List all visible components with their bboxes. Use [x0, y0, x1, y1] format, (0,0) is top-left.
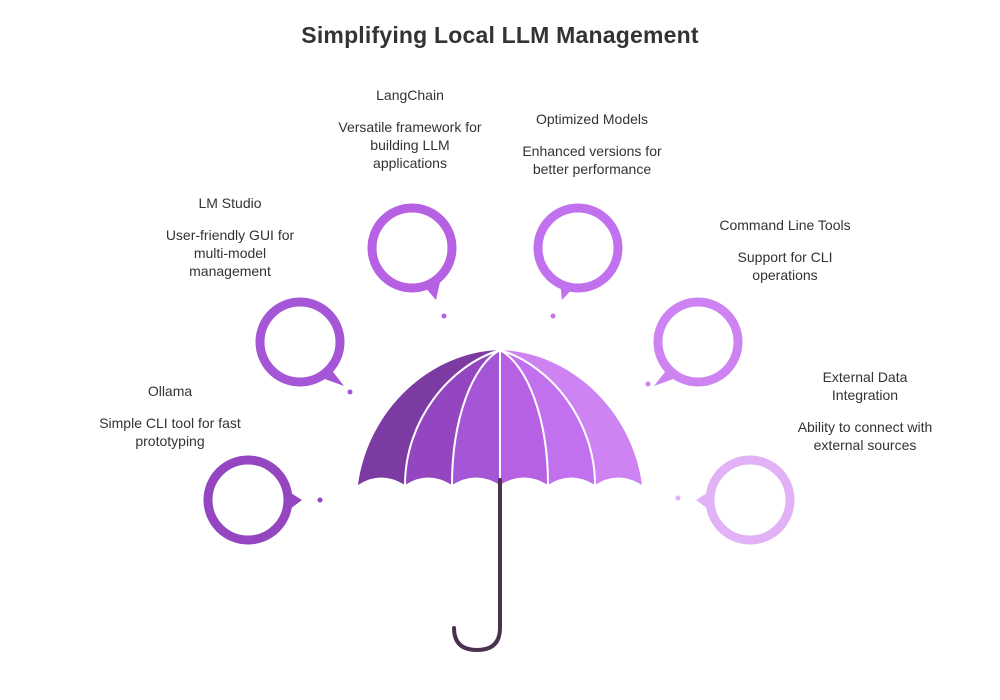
node-label-command-line-tools: Command Line Tools Support for CLI opera…	[660, 216, 910, 284]
node-label-langchain: LangChain Versatile framework for buildi…	[290, 86, 530, 172]
canopy-rib	[404, 349, 501, 486]
node-label-external-data: External Data Integration Ability to con…	[740, 368, 990, 454]
umbrella-canopy	[358, 349, 642, 492]
node-description-line: building LLM	[370, 137, 450, 153]
canopy-rib	[499, 349, 596, 486]
node-description-line: Support for CLI	[737, 249, 833, 265]
node-description-line: management	[189, 263, 271, 279]
node-description-line: operations	[752, 267, 818, 283]
node-bubble-optimized-models	[533, 203, 623, 319]
canopy-rib	[451, 349, 501, 486]
canopy-panel-5	[500, 350, 595, 485]
canopy-panel-6	[500, 350, 642, 485]
canopy-panel-2	[405, 350, 500, 485]
node-bubble-ollama	[203, 455, 323, 545]
node-name-line: Integration	[831, 387, 899, 403]
node-description-line: multi-model	[193, 245, 267, 261]
canopy-rib	[499, 349, 549, 486]
node-name: LangChain	[376, 87, 444, 103]
node-description-line: Enhanced versions for	[522, 143, 662, 159]
node-description-line: Simple CLI tool for fast	[99, 415, 241, 431]
node-description-line: external sources	[813, 437, 917, 453]
diagram-title: Simplifying Local LLM Management	[301, 22, 699, 48]
node-name-line: External Data	[822, 369, 908, 385]
node-label-lm-studio: LM Studio User-friendly GUI for multi-mo…	[110, 194, 350, 280]
node-label-optimized-models: Optimized Models Enhanced versions for b…	[472, 110, 712, 178]
umbrella-handle	[452, 478, 502, 653]
node-bubble-command-line-tools	[645, 297, 743, 387]
canopy-panel-3	[452, 350, 500, 485]
node-description-line: Versatile framework for	[338, 119, 482, 135]
node-description-line: better performance	[532, 161, 652, 177]
node-description-line: Ability to connect with	[797, 419, 933, 435]
node-name: Ollama	[147, 383, 193, 399]
node-description-line: applications	[373, 155, 447, 171]
canopy-panel-4	[500, 350, 548, 485]
node-description-line: prototyping	[135, 433, 205, 449]
node-bubble-langchain	[367, 203, 457, 319]
node-label-ollama: Ollama Simple CLI tool for fast prototyp…	[40, 382, 300, 450]
node-name: Command Line Tools	[719, 217, 851, 233]
node-description-line: User-friendly GUI for	[165, 227, 295, 243]
canopy-edge	[358, 477, 642, 492]
node-bubble-external-data	[675, 455, 795, 545]
canopy-panel-1	[358, 350, 500, 485]
node-name: LM Studio	[198, 195, 262, 211]
node-bubble-lm-studio	[255, 297, 353, 395]
node-name: Optimized Models	[535, 111, 649, 127]
